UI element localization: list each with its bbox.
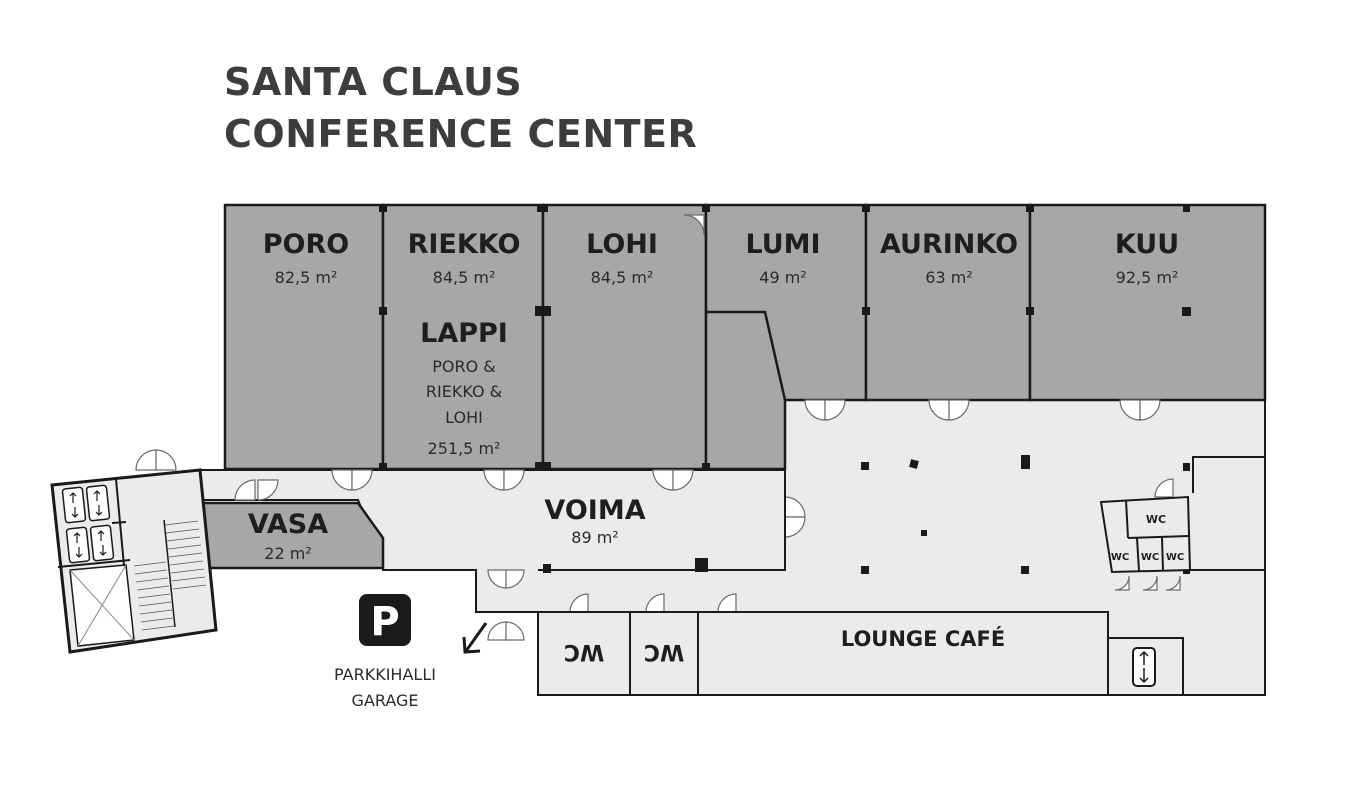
lappi-line-2: RIEKKO &: [426, 382, 502, 401]
wc-room-2[interactable]: [629, 611, 699, 696]
elevator-icon-right: [1132, 647, 1156, 687]
garage-entry-wall: [475, 570, 538, 613]
wc-room-1[interactable]: [537, 611, 631, 696]
lumi-area: 49 m²: [759, 268, 806, 287]
garage-arrow-icon: [462, 622, 488, 654]
parking-label-1: PARKKIHALLI: [334, 665, 436, 684]
room-aurinko[interactable]: [864, 203, 1032, 402]
wc-label-6: WC: [1166, 552, 1184, 563]
lappi-area: 251,5 m²: [428, 439, 501, 458]
doors: [135, 214, 1181, 641]
parking-label-2: GARAGE: [352, 691, 419, 710]
riekko-area: 84,5 m²: [433, 268, 496, 287]
lohi-area: 84,5 m²: [591, 268, 654, 287]
voima-area: 89 m²: [571, 528, 618, 547]
wc-label-3: WC: [1146, 513, 1166, 526]
pillars: [379, 204, 1191, 574]
riekko-name: RIEKKO: [408, 229, 521, 260]
lohi-name: LOHI: [586, 229, 658, 260]
wc-label-4: WC: [1111, 552, 1129, 563]
vasa-name: VASA: [248, 509, 328, 540]
parking-icon: [359, 594, 411, 646]
aurinko-area: 63 m²: [925, 268, 972, 287]
title-line-2: CONFERENCE CENTER: [224, 112, 698, 156]
wc-label-2: WC: [644, 639, 684, 664]
lounge-cafe[interactable]: [697, 611, 1109, 696]
wc-cluster[interactable]: [1099, 495, 1192, 574]
aurinko-name: AURINKO: [880, 229, 1018, 260]
parking-symbol: P: [370, 599, 399, 645]
poro-area: 82,5 m²: [275, 268, 338, 287]
room-kuu[interactable]: [1028, 203, 1267, 402]
wc-label-5: WC: [1141, 552, 1159, 563]
wc-area-wall: [1192, 456, 1265, 493]
room-lohi[interactable]: [541, 203, 708, 471]
lumi-partition: [706, 310, 787, 401]
lappi-name: LAPPI: [420, 318, 508, 349]
room-riekko[interactable]: [381, 203, 545, 471]
lounge-name: LOUNGE CAFÉ: [841, 626, 1005, 651]
kuu-area: 92,5 m²: [1116, 268, 1179, 287]
poro-name: PORO: [263, 229, 349, 260]
voima-name: VOIMA: [544, 495, 645, 526]
vasa-area: 22 m²: [264, 544, 311, 563]
title-line-1: SANTA CLAUS: [224, 60, 523, 104]
lappi-line-1: PORO &: [432, 357, 496, 376]
lappi-line-3: LOHI: [445, 408, 483, 427]
room-poro[interactable]: [223, 203, 385, 471]
stairwell-block: [50, 468, 218, 654]
wc-label-1: WC: [564, 639, 604, 664]
lumi-name: LUMI: [745, 229, 820, 260]
kuu-name: KUU: [1115, 229, 1179, 260]
voima-wall: [538, 470, 786, 571]
parking-sign: P: [359, 594, 411, 646]
